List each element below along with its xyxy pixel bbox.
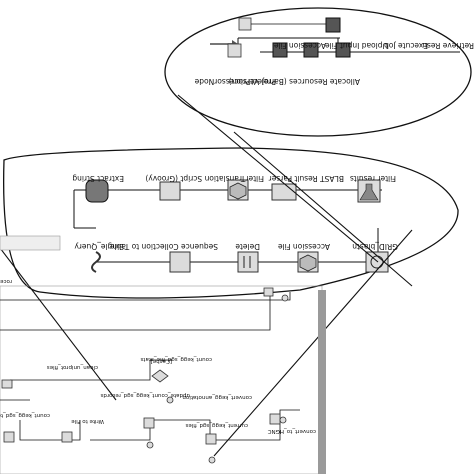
mid-label-grid-blastn: GRID_blastn [352,242,398,251]
bottom-label-a: clean_uniprot_files [47,364,98,370]
mid-label-filter-results: Filter results [350,174,396,183]
bottom-label-f: Write to File [71,418,104,424]
mid-label-filter-translation: FilterTranslation Script (Groovy) [145,174,264,183]
bottom-node-3[interactable] [3,431,15,443]
bottom-label-b: count_kegg_sgd_file_stats [140,356,212,362]
bottom-port-5[interactable] [146,441,154,449]
top-label-upload: Upload Input File [325,41,388,50]
bottom-port-3[interactable] [166,396,174,404]
mid-label-sequence: Sequence Collection to Table [109,242,218,251]
bottom-cache-tag: [Cache] [151,358,172,364]
allocate-node[interactable] [325,17,341,33]
top-label-allocate: Allocate Resources (Barrel Version) [229,77,360,86]
bottom-node-4[interactable] [61,431,73,443]
mid-label-accession: Accession File [278,242,330,251]
bottom-node-6[interactable] [205,433,217,445]
mid-label-single-query: Single_Query [74,242,124,251]
bottom-node-5[interactable] [143,417,155,429]
mid-label-delete: Delete [235,242,260,251]
blast-parser-node[interactable] [271,183,297,201]
bottom-port-4[interactable] [208,456,216,464]
retrieve-node[interactable] [335,42,351,58]
middle-zoom-ellipse [2,147,459,299]
bottom-node-7[interactable] [269,413,281,425]
bottom-node-2[interactable] [1,379,13,389]
zoom-line-d [213,229,413,457]
bottom-port-2[interactable] [279,416,287,424]
top-label-accession: Accession File [274,41,326,50]
middle-workflow [73,179,389,273]
bottom-nodes [1,287,289,464]
execute-node[interactable] [303,42,319,58]
bottom-diamond-node[interactable] [151,369,169,383]
zoom-line-a [177,94,379,263]
top-workflow [210,17,460,58]
project-processor-node[interactable] [238,17,252,31]
mid-label-extract: Extract String [72,174,124,183]
top-zoom-ellipse [164,7,472,137]
upload-node[interactable] [272,42,288,58]
bottom-label-c: update_count_kegg_sgd_records [100,392,190,398]
bottom-label-d: convert_kegg_annotation [182,394,252,400]
zoom-line-c [0,247,117,401]
bottom-label-g: current_kegg_sgd_files [185,422,248,428]
single-query-node[interactable] [91,251,101,273]
bottom-workflow [0,292,300,441]
bottom-label-e: count_kegg_sgd_to_uniprot [0,412,50,418]
accession-file-node[interactable] [227,43,242,58]
bottom-port-1[interactable] [281,294,289,302]
bottom-node-1[interactable] [263,287,274,297]
bottom-label-h: convert_to_HGNC [268,428,316,434]
extract-string-node[interactable] [85,179,109,203]
top-label-retrieve: Retrieve Resu [422,41,474,50]
top-label-execute: Execute Job [384,41,428,50]
delete-node[interactable] [237,251,259,273]
mid-label-blast-parser: BLAST Result Parser [268,174,344,183]
zoom-line-b [233,131,413,287]
bottom-scrollbar[interactable] [318,290,326,474]
top-label-project: ProjectProcessorNode [194,77,276,86]
filter-translation-node[interactable] [159,181,181,201]
sequence-collection-node[interactable] [169,251,191,273]
bottom-panel-header [0,235,61,251]
bottom-left-label: rocess [0,278,12,284]
